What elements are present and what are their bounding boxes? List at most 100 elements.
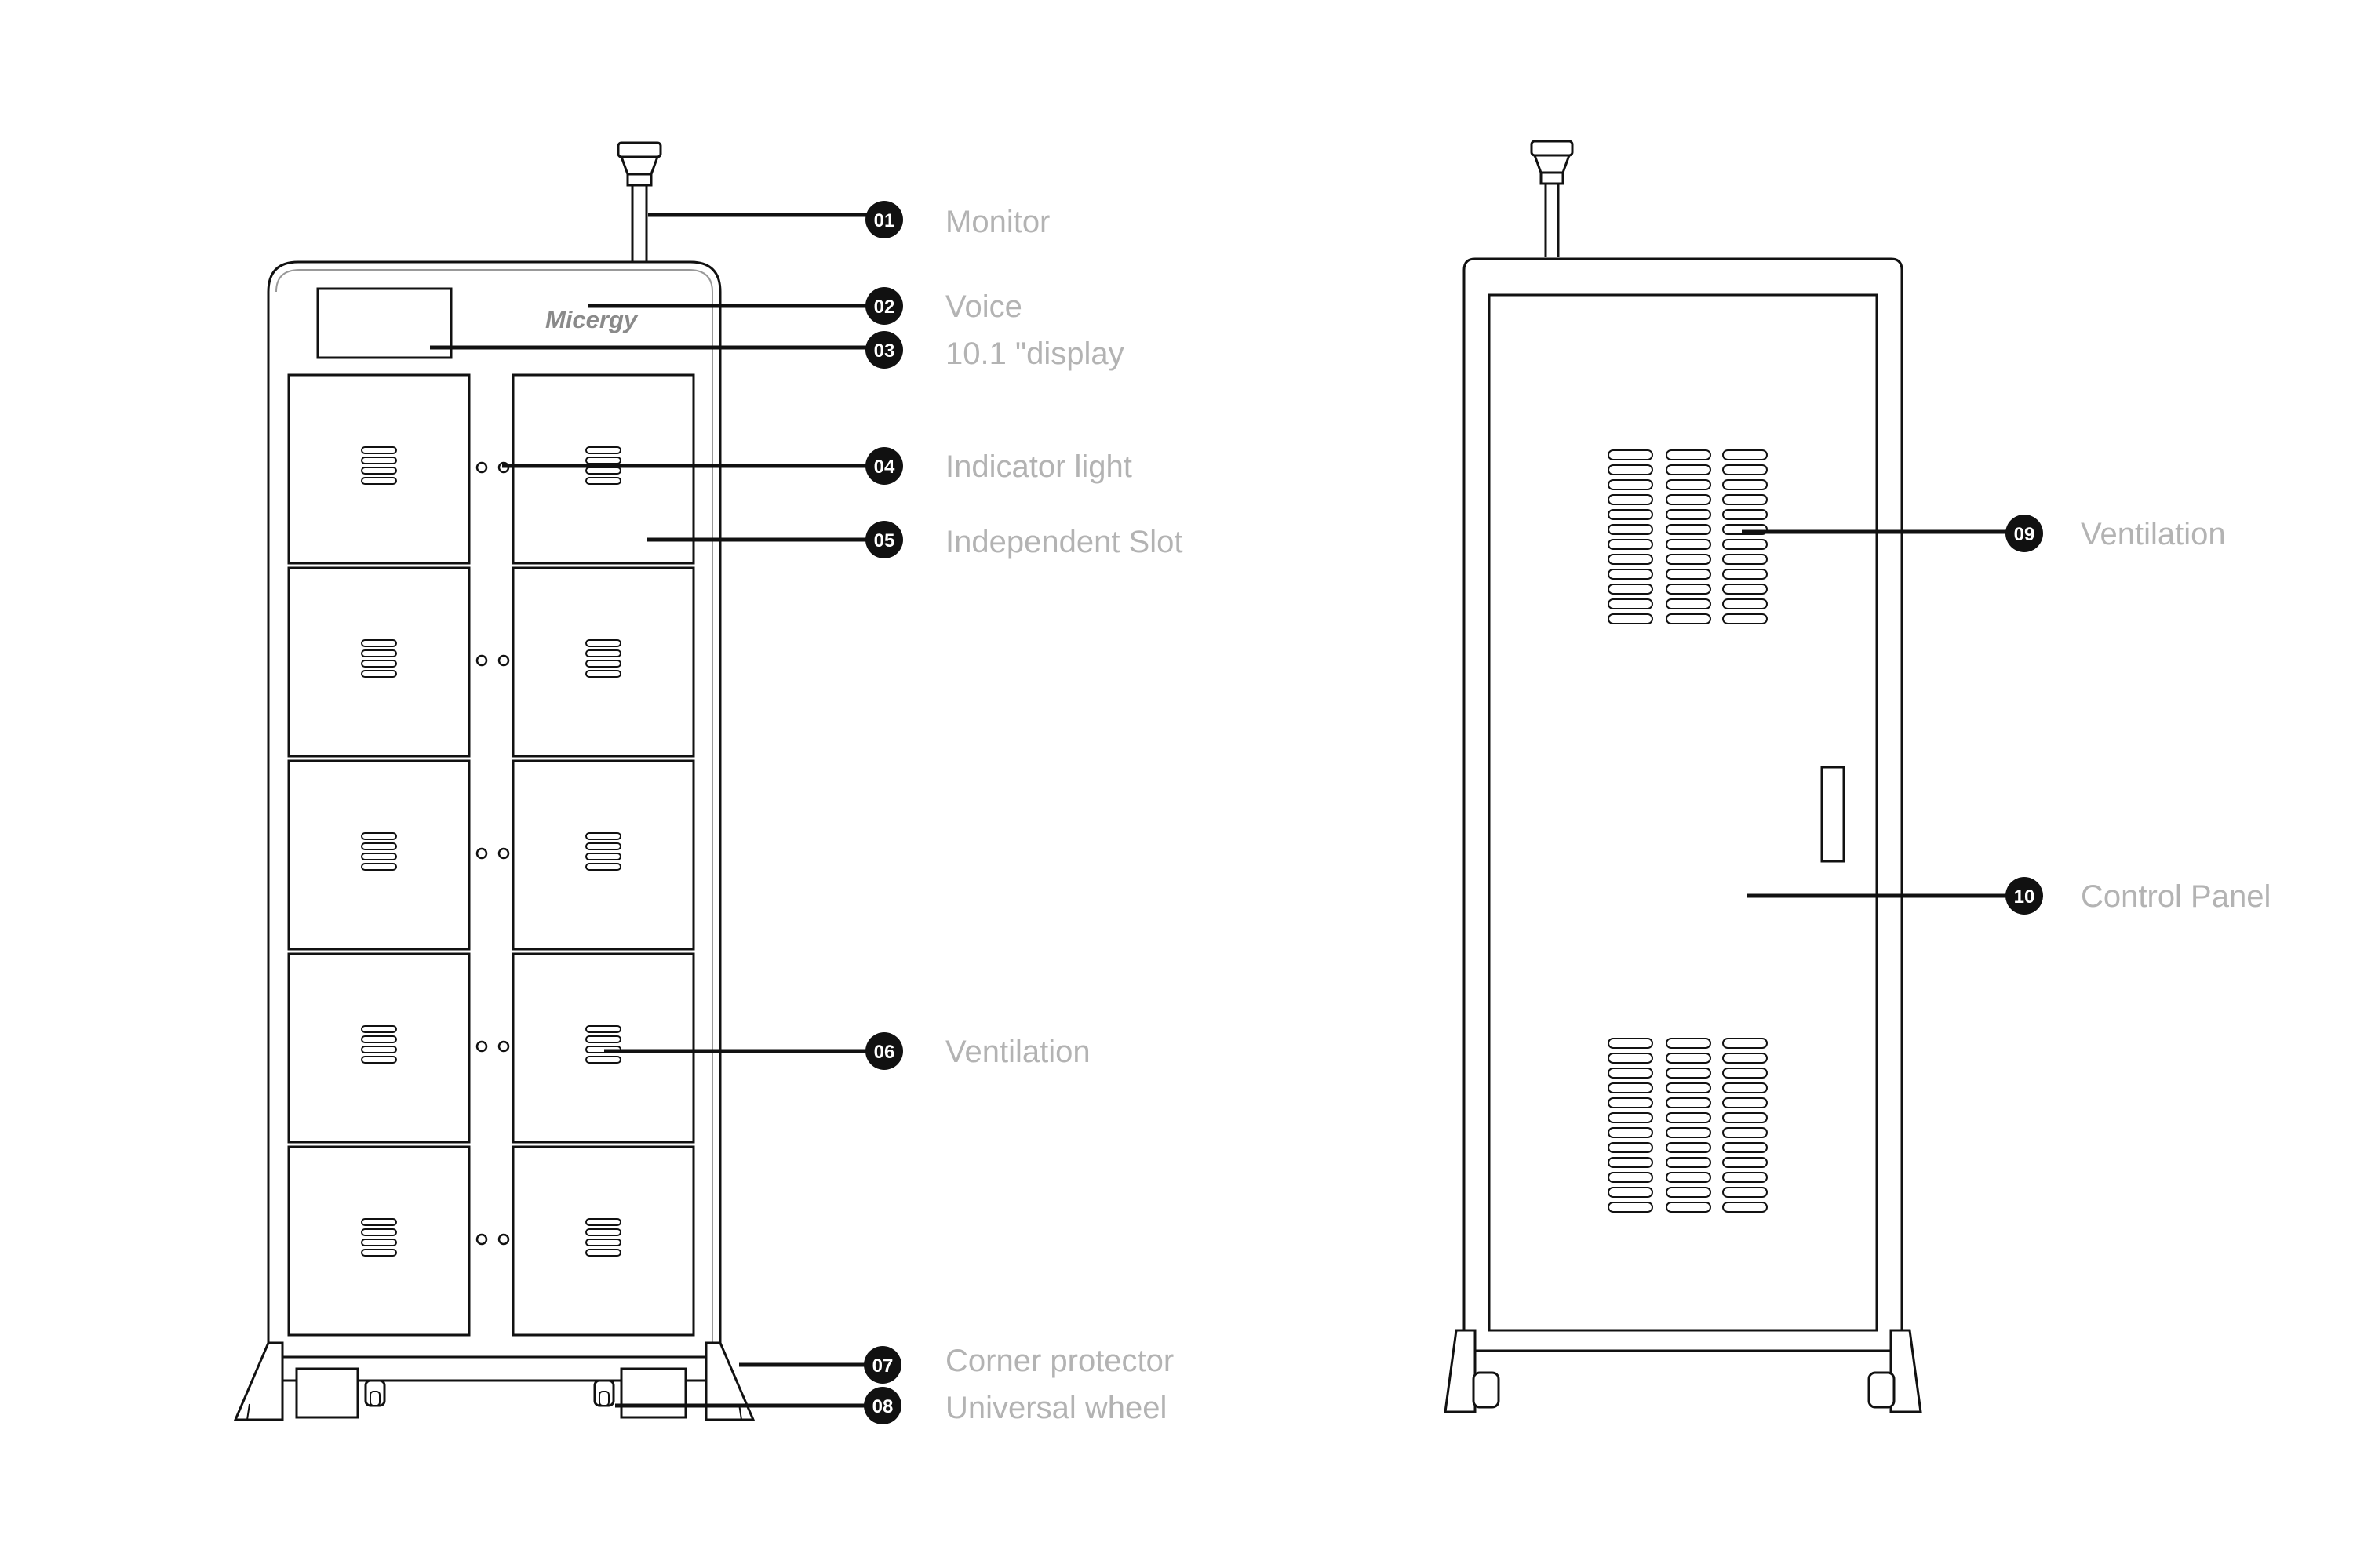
callout-05-number: 05 bbox=[874, 530, 895, 551]
vent-slot bbox=[1666, 1202, 1711, 1213]
vent-slot bbox=[1608, 539, 1653, 550]
indicator-light bbox=[497, 1233, 510, 1246]
front-view: Micergy bbox=[233, 141, 756, 1421]
vent-slot bbox=[1722, 1068, 1768, 1079]
vent-slot bbox=[1666, 524, 1711, 535]
brand-logo: Micergy bbox=[545, 306, 639, 333]
locker-door bbox=[512, 373, 695, 565]
door-vent-louver bbox=[585, 1035, 621, 1043]
locker-slot bbox=[512, 1145, 695, 1337]
door-vent-louver bbox=[585, 853, 621, 860]
door-vent-louver bbox=[361, 467, 397, 475]
callout-07: 07 Corner protector bbox=[739, 1344, 1174, 1384]
door-vent-louver bbox=[361, 863, 397, 871]
door-vent-louver bbox=[585, 1218, 621, 1226]
locker-slot bbox=[287, 566, 471, 758]
vent-slot bbox=[1722, 479, 1768, 490]
vent-slot bbox=[1608, 598, 1653, 609]
door-vent-louver bbox=[361, 457, 397, 464]
locker-slot bbox=[512, 952, 695, 1144]
indicator-light bbox=[475, 1233, 488, 1246]
locker-slot bbox=[287, 952, 471, 1144]
callout-09-number: 09 bbox=[2014, 524, 2035, 545]
vent-slot bbox=[1666, 569, 1711, 580]
vent-slot bbox=[1608, 464, 1653, 475]
door-vent-louver bbox=[361, 1239, 397, 1246]
door-vent-louver bbox=[585, 1228, 621, 1236]
door-vent-louver bbox=[361, 1025, 397, 1033]
indicator-light bbox=[475, 847, 488, 860]
vent-slot bbox=[1666, 539, 1711, 550]
callout-05-label: Independent Slot bbox=[945, 525, 1182, 559]
callout-03-number: 03 bbox=[874, 340, 895, 362]
vent-slot bbox=[1608, 1038, 1653, 1049]
vent-slot bbox=[1722, 449, 1768, 460]
locker-door bbox=[287, 566, 471, 758]
vent-slot bbox=[1666, 598, 1711, 609]
vent-slot bbox=[1722, 613, 1768, 624]
vent-slot bbox=[1722, 569, 1768, 580]
indicator-light bbox=[497, 847, 510, 860]
vent-slot bbox=[1608, 1112, 1653, 1123]
door-vent-louver bbox=[585, 660, 621, 668]
door-vent-louver bbox=[585, 1025, 621, 1033]
door-vent-louver bbox=[361, 649, 397, 657]
vent-slot bbox=[1666, 1172, 1711, 1183]
door-vent-louver bbox=[585, 477, 621, 485]
callout-01-label: Monitor bbox=[945, 205, 1050, 239]
rear-vent-grille-bottom bbox=[1608, 1038, 1768, 1213]
callout-08: 08 Universal wheel bbox=[615, 1387, 1167, 1425]
vent-slot bbox=[1608, 1127, 1653, 1138]
locker-slot bbox=[287, 1145, 471, 1337]
door-vent-louver bbox=[361, 1249, 397, 1257]
callout-10-label: Control Panel bbox=[2081, 879, 2271, 914]
callout-09-label: Ventilation bbox=[2081, 517, 2226, 551]
door-vent-louver bbox=[361, 853, 397, 860]
vent-slot bbox=[1666, 464, 1711, 475]
vent-slot bbox=[1722, 1038, 1768, 1049]
vent-slot bbox=[1722, 554, 1768, 565]
vent-slot bbox=[1722, 509, 1768, 520]
vent-slot bbox=[1608, 554, 1653, 565]
indicator-light bbox=[475, 1040, 488, 1053]
vent-slot bbox=[1608, 613, 1653, 624]
vent-slot bbox=[1608, 449, 1653, 460]
callout-04-number: 04 bbox=[874, 457, 895, 478]
rear-feet bbox=[1444, 1329, 1922, 1413]
callout-02-label: Voice bbox=[945, 289, 1022, 324]
rear-door-handle bbox=[1820, 766, 1845, 863]
callout-01: 01 Monitor bbox=[648, 201, 1050, 239]
vent-slot bbox=[1666, 1112, 1711, 1123]
door-vent-louver bbox=[361, 1218, 397, 1226]
vent-slot bbox=[1608, 494, 1653, 505]
indicator-light bbox=[475, 461, 488, 474]
door-vent-louver bbox=[361, 1056, 397, 1064]
vent-slot bbox=[1666, 1068, 1711, 1079]
vent-slot bbox=[1722, 1202, 1768, 1213]
vent-slot bbox=[1722, 464, 1768, 475]
vent-slot bbox=[1608, 1172, 1653, 1183]
vent-slot bbox=[1722, 1157, 1768, 1168]
callout-04-label: Indicator light bbox=[945, 449, 1132, 484]
callout-02: 02 Voice bbox=[588, 287, 1022, 325]
vent-slot bbox=[1608, 569, 1653, 580]
callout-02-number: 02 bbox=[874, 297, 895, 318]
vent-slot bbox=[1666, 479, 1711, 490]
vent-slot bbox=[1608, 1097, 1653, 1108]
door-vent-louver bbox=[585, 457, 621, 464]
locker-slot bbox=[287, 759, 471, 951]
callout-08-number: 08 bbox=[872, 1396, 894, 1417]
vent-slot bbox=[1666, 1097, 1711, 1108]
door-vent-louver bbox=[361, 1228, 397, 1236]
door-vent-louver bbox=[361, 660, 397, 668]
locker-slot bbox=[287, 373, 471, 565]
door-vent-louver bbox=[361, 832, 397, 840]
door-vent-louver bbox=[585, 842, 621, 850]
indicator-lights bbox=[475, 461, 510, 1246]
door-vent-louver bbox=[361, 1035, 397, 1043]
callout-01-number: 01 bbox=[874, 210, 895, 231]
vent-slot bbox=[1722, 1172, 1768, 1183]
front-corner-protectors bbox=[233, 1341, 756, 1421]
rear-view bbox=[1444, 140, 1922, 1413]
